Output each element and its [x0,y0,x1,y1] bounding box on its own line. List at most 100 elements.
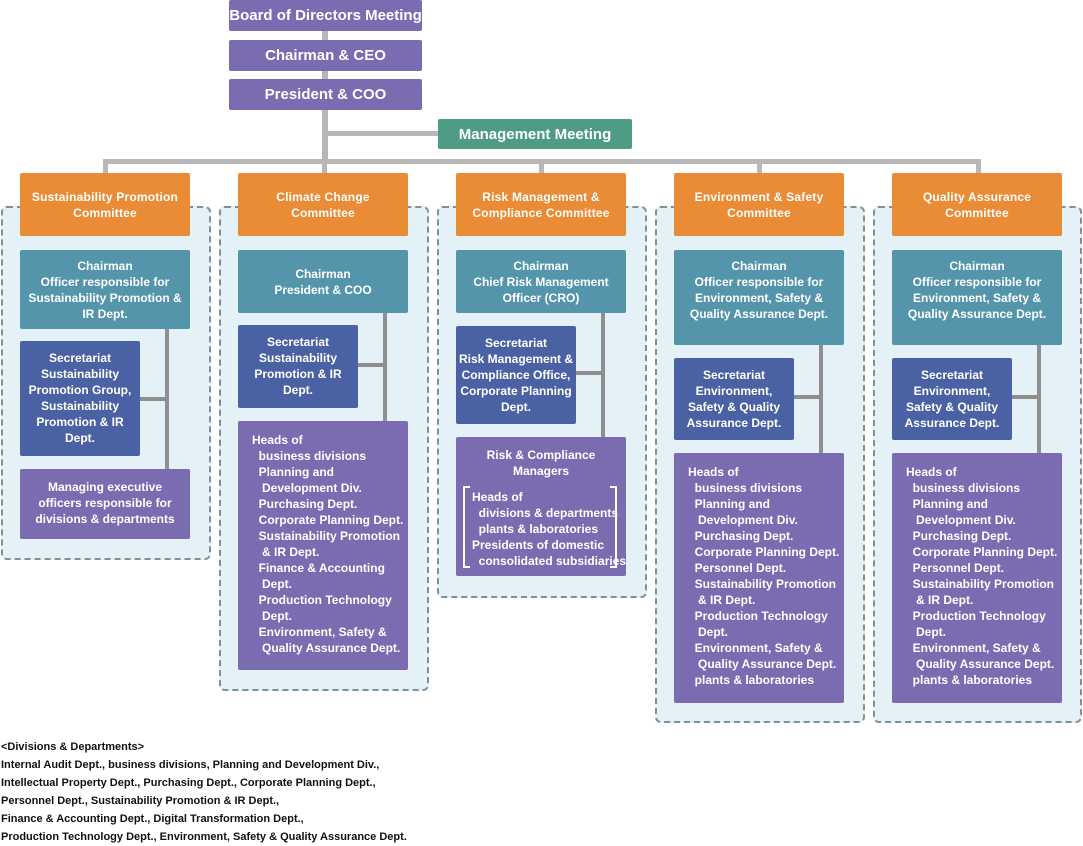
member-line: Environment, Safety & [252,625,387,639]
member-line: Environment, Safety & [906,641,1041,655]
secretariat-box-sustainability: Secretariat Sustainability Promotion Gro… [20,341,140,456]
chair-line: President & COO [274,283,372,297]
secretariat-line: Risk Management & [458,352,574,366]
member-line: Planning and [906,497,989,511]
committee-name-line: Committee [727,205,791,220]
connector-drop-2 [322,159,327,175]
member-line: Dept. [906,625,947,639]
member-line: Planning and [688,497,771,511]
col2-vline [383,312,387,423]
connector-management [325,131,440,136]
member-line: plants & laboratories [688,673,815,687]
members-title-line: Risk & Compliance [486,448,596,462]
member-line: & IR Dept. [688,593,756,607]
member-line: & IR Dept. [906,593,974,607]
member-line: Purchasing Dept. [906,529,1012,543]
member-line: Production Technology [906,609,1046,623]
member-line: Planning and [252,465,335,479]
secretariat-line: Promotion & IR [36,415,124,429]
chair-line: IR Dept. [82,307,128,321]
chair-line: Chairman [731,259,787,273]
member-line: Heads of [252,433,303,447]
member-line: Development Div. [252,481,362,495]
committee-name-line: Committee [291,205,355,220]
member-line: Quality Assurance Dept. [688,657,837,671]
member-line: Corporate Planning Dept. [906,545,1058,559]
secretariat-box-environment: Secretariat Environment, Safety & Qualit… [674,358,794,440]
col3-vline [601,312,605,439]
secretariat-line: Secretariat [920,368,984,382]
legend-title: <Divisions & Departments> [1,741,145,753]
secretariat-box-risk: Secretariat Risk Management & Compliance… [456,326,576,424]
member-line: Production Technology [688,609,828,623]
committee-name-line: Compliance Committee [472,205,610,220]
chair-line: Chairman [513,259,569,273]
connector-drop-1 [103,159,108,175]
secretariat-line: Dept. [501,400,531,414]
member-line: Dept. [252,577,293,591]
committee-name-line: Quality Assurance [922,189,1032,204]
members-title-line: Managers [512,464,570,478]
member-line: divisions & departments [472,506,619,520]
committee-name-line: Risk Management & [482,189,600,204]
members-box-sustainability: Managing executive officers responsible … [20,469,190,539]
member-line: Development Div. [688,513,798,527]
members-box-risk: Risk & Compliance Managers Heads of divi… [456,437,626,576]
secretariat-line: Dept. [65,431,95,445]
members-box-climate: Heads of business divisions Planning and… [238,421,408,670]
col3-hline [575,371,603,375]
left-bracket [463,486,470,568]
secretariat-line: Compliance Office, [461,368,571,382]
member-line: Quality Assurance Dept. [252,641,401,655]
member-line: Purchasing Dept. [688,529,794,543]
secretariat-line: Environment, [913,384,991,398]
secretariat-line: Promotion Group, [28,383,132,397]
chair-line: Officer responsible for [694,275,824,289]
member-line: business divisions [906,481,1021,495]
president-coo-box: President & COO [229,79,422,110]
col2-hline [357,363,385,367]
member-line: & IR Dept. [252,545,320,559]
chair-line: Sustainability Promotion & [28,291,182,305]
member-line: Presidents of domestic [472,538,605,552]
secretariat-line: Safety & Quality [905,400,999,414]
member-line: business divisions [252,449,367,463]
col4-vline [819,344,823,454]
committee-name-line: Committee [945,205,1009,220]
secretariat-line: Safety & Quality [687,400,781,414]
secretariat-line: Secretariat [484,336,548,350]
secretariat-line: Sustainability [40,399,120,413]
right-bracket [610,486,617,568]
chair-line: Chairman [77,259,133,273]
chair-line: Officer responsible for [912,275,1042,289]
committee-name-line: Environment & Safety [694,189,824,204]
chair-line: Environment, Safety & [912,291,1042,305]
members-box-quality: Heads of business divisions Planning and… [892,453,1062,703]
chair-line: Chairman [295,267,351,281]
member-line: Sustainability Promotion [906,577,1055,591]
col5-hline [1011,395,1039,399]
member-line: divisions & departments [35,512,175,526]
chair-line: Chairman [949,259,1005,273]
committee-name-line: Sustainability Promotion [31,189,179,204]
chair-line: Environment, Safety & [694,291,824,305]
chair-line: Quality Assurance Dept. [907,307,1047,321]
management-meeting-box: Management Meeting [438,119,632,149]
member-line: Sustainability Promotion [688,577,837,591]
member-line: Corporate Planning Dept. [252,513,404,527]
secretariat-line: Secretariat [702,368,766,382]
chair-line: Chief Risk Management [473,275,609,289]
secretariat-line: Sustainability [258,351,338,365]
chair-line: Officer (CRO) [502,291,580,305]
divisions-legend: <Divisions & Departments> Internal Audit… [1,738,407,846]
member-line: Purchasing Dept. [252,497,358,511]
member-line: officers responsible for [38,496,172,510]
chair-box-environment: Chairman Officer responsible for Environ… [674,250,844,345]
member-line: Heads of [688,465,739,479]
secretariat-line: Corporate Planning [460,384,572,398]
connector-drop-3 [539,159,544,175]
member-line: Personnel Dept. [906,561,1005,575]
chair-box-climate: Chairman President & COO [238,250,408,313]
